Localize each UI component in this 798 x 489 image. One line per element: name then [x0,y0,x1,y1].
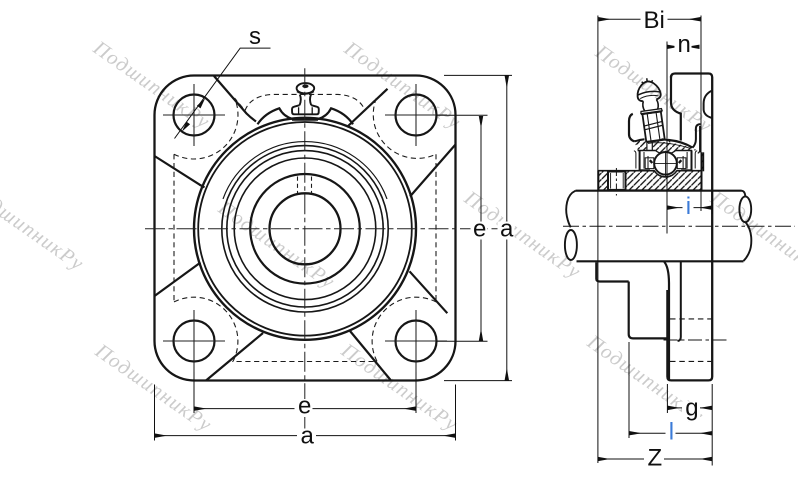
svg-text:l: l [669,419,674,446]
svg-text:a: a [500,216,514,243]
svg-text:Bi: Bi [644,7,665,34]
svg-text:Z: Z [648,445,663,472]
svg-text:e: e [473,216,486,243]
svg-text:s: s [249,23,261,50]
svg-text:n: n [678,31,691,58]
svg-text:g: g [685,395,698,422]
svg-text:a: a [301,423,315,450]
svg-text:e: e [298,393,311,420]
svg-text:i: i [686,193,691,220]
